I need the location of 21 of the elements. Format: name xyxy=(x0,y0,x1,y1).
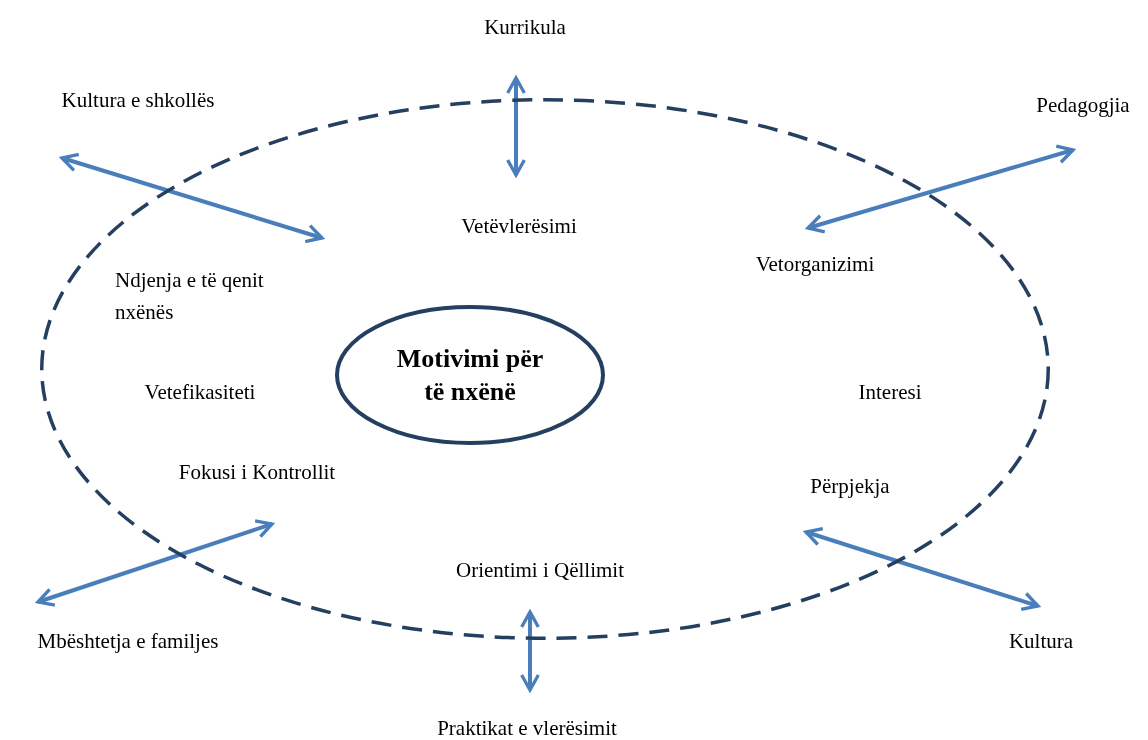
factor-label: Kurrikula xyxy=(455,12,595,44)
factor-text: Vetorganizimi xyxy=(754,251,876,279)
double-arrow xyxy=(520,610,540,692)
factor-text: Interesi xyxy=(857,379,923,407)
double-arrow xyxy=(506,76,526,177)
factor-label: Kultura e shkollës xyxy=(23,85,253,117)
double-arrow xyxy=(60,152,324,244)
factor-label: Pedagogjia xyxy=(1018,90,1148,122)
factor-text: Përpjekja xyxy=(809,473,891,501)
factor-text: Vetefikasiteti xyxy=(143,379,257,407)
double-arrow xyxy=(36,519,274,607)
factor-text: Orientimi i Qëllimit xyxy=(455,557,625,585)
factor-text: Ndjenja e të qenit nxënës xyxy=(115,266,265,325)
factor-text: Vetëvlerësimi xyxy=(460,213,578,241)
factor-label: Praktikat e vlerësimit xyxy=(397,713,657,740)
factor-label: Mbështetja e familjes xyxy=(0,626,258,658)
center-title: Motivimi për të nxënë xyxy=(395,342,545,407)
double-arrow xyxy=(806,144,1075,234)
factor-text: Fokusi i Kontrollit xyxy=(177,459,337,487)
factor-label: Kultura xyxy=(981,626,1101,658)
double-arrow xyxy=(804,526,1040,612)
